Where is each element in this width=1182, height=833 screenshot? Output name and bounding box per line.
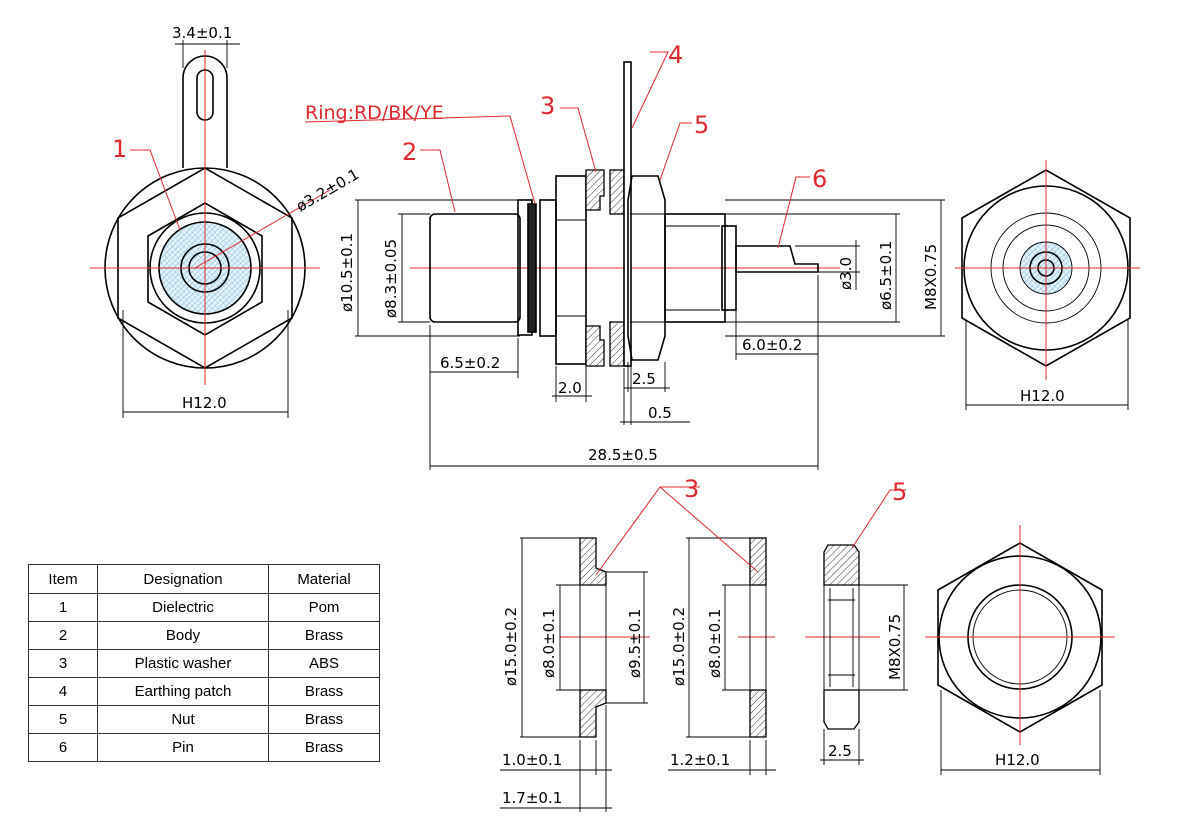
nut-thk-b-dim: 2.5 (828, 742, 852, 760)
table-row: 4 Earthing patch Brass (28, 677, 380, 706)
row-material: Brass (268, 733, 380, 762)
nut-thread-dim: M8X0.75 (886, 614, 904, 680)
rear-hex-dim: H12.0 (1020, 387, 1065, 405)
patch-thk-dim: 0.5 (648, 404, 672, 422)
header-material: Material (268, 564, 380, 594)
washer-thk-dim: 2.0 (558, 379, 582, 397)
row-item: 1 (28, 593, 98, 622)
rear-view: H12.0 (955, 160, 1140, 410)
table-row: 5 Nut Brass (28, 705, 380, 734)
washer-2-section: ø15.0±0.2 ø8.0±0.1 1.2±0.1 3 (595, 475, 776, 775)
body-dia-dim: ø10.5±0.1 (338, 233, 356, 312)
washer1-boss-dim: ø9.5±0.1 (626, 609, 644, 678)
item-label-3-bottom: 3 (684, 475, 699, 503)
item-label-5: 5 (694, 111, 709, 139)
row-item: 4 (28, 677, 98, 706)
item-label-1: 1 (112, 135, 127, 163)
front-hex-dim: H12.0 (182, 394, 227, 412)
front-length-dim: 6.5±0.2 (440, 354, 500, 372)
bill-of-materials-table: Item Designation Material 1 Dielectric P… (28, 564, 380, 762)
rear-dia-dim: ø6.5±0.1 (877, 241, 895, 310)
table-header-row: Item Designation Material (28, 564, 380, 594)
lug-width-dim: 3.4±0.1 (172, 24, 232, 42)
row-material: ABS (268, 649, 380, 678)
washer1-t2-dim: 1.7±0.1 (502, 789, 562, 807)
item-label-3: 3 (540, 92, 555, 120)
nut-section: M8X0.75 2.5 5 (805, 478, 908, 765)
table-row: 6 Pin Brass (28, 733, 380, 762)
table-row: 1 Dielectric Pom (28, 593, 380, 622)
front-view: 3.4±0.1 ø3.2±0.1 H12.0 1 (90, 24, 362, 418)
row-item: 5 (28, 705, 98, 734)
row-material: Pom (268, 593, 380, 622)
washer2-od-dim: ø15.0±0.2 (670, 607, 688, 686)
row-item: 3 (28, 649, 98, 678)
hole-dia-dim: ø3.2±0.1 (293, 165, 362, 215)
row-item: 2 (28, 621, 98, 650)
nut-front-view: H12.0 (925, 525, 1115, 775)
washer1-od-dim: ø15.0±0.2 (502, 607, 520, 686)
washer-1-section: ø15.0±0.2 ø8.0±0.1 ø9.5±0.1 1.0±0.1 1.7±… (500, 537, 650, 812)
dielectric-dia-dim: ø8.3±0.05 (382, 239, 400, 318)
row-material: Brass (268, 677, 380, 706)
table-row: 3 Plastic washer ABS (28, 649, 380, 678)
nut-thk-dim: 2.5 (632, 370, 656, 388)
ring-color-label: Ring:RD/BK/YE (305, 102, 444, 124)
thread-dim: M8X0.75 (922, 244, 940, 310)
item-label-6: 6 (812, 165, 827, 193)
item-label-5-bottom: 5 (892, 478, 907, 506)
row-designation: Pin (97, 733, 269, 762)
row-designation: Nut (97, 705, 269, 734)
row-material: Brass (268, 621, 380, 650)
row-designation: Earthing patch (97, 677, 269, 706)
row-item: 6 (28, 733, 98, 762)
washer2-id-dim: ø8.0±0.1 (706, 609, 724, 678)
table-row: 2 Body Brass (28, 621, 380, 650)
item-label-4: 4 (668, 41, 683, 69)
row-material: Brass (268, 705, 380, 734)
pin-dia-dim: ø3.0 (837, 257, 855, 290)
header-item: Item (28, 564, 98, 594)
washer1-t1-dim: 1.0±0.1 (502, 751, 562, 769)
nut-hex-dim: H12.0 (995, 751, 1040, 769)
side-view: ø10.5±0.1 ø8.3±0.05 6.5±0.2 2.0 0.5 2.5 … (304, 41, 945, 470)
overall-length-dim: 28.5±0.5 (588, 446, 658, 464)
row-designation: Body (97, 621, 269, 650)
row-designation: Dielectric (97, 593, 269, 622)
item-label-2: 2 (402, 138, 417, 166)
row-designation: Plastic washer (97, 649, 269, 678)
header-designation: Designation (97, 564, 269, 594)
washer2-t-dim: 1.2±0.1 (670, 751, 730, 769)
washer1-id-dim: ø8.0±0.1 (540, 609, 558, 678)
pin-length-dim: 6.0±0.2 (742, 336, 802, 354)
